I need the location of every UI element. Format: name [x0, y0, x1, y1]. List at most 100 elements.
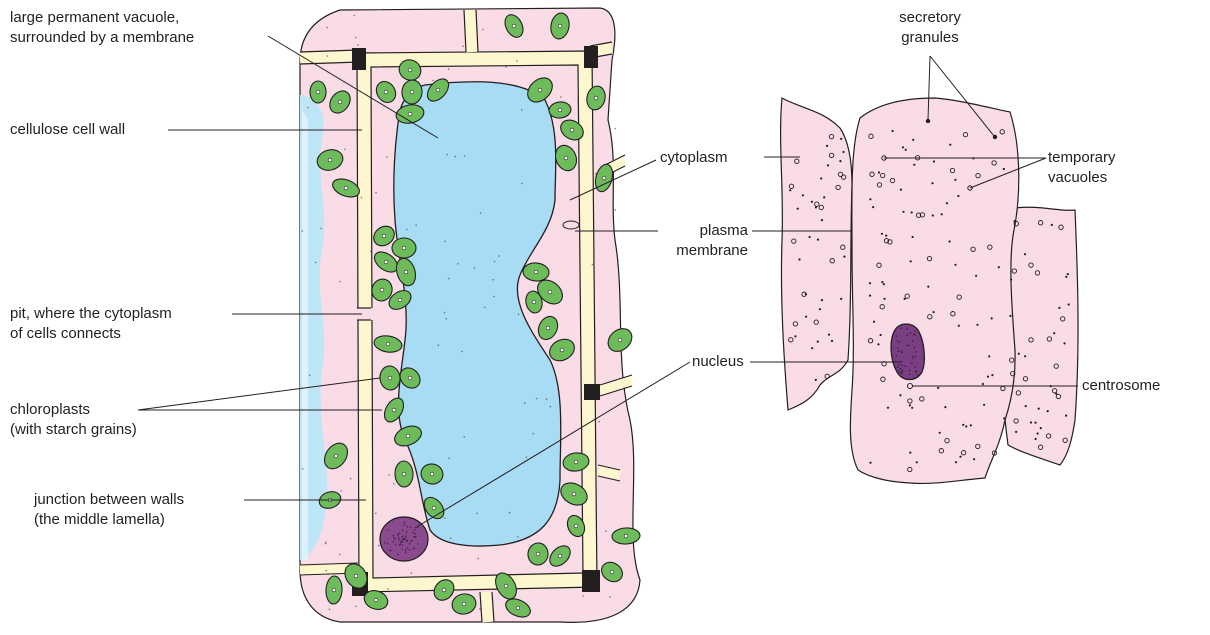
secretory-granule	[946, 202, 948, 204]
junction-right-mid	[584, 384, 600, 400]
nucleus-speck	[912, 358, 913, 359]
secretory-granule	[819, 308, 821, 310]
secretory-granule	[872, 206, 874, 208]
nucleus-speck	[393, 541, 394, 542]
secretory-granule	[937, 387, 939, 389]
cytoplasm-speck	[609, 596, 611, 598]
secretory-granule	[1058, 307, 1060, 309]
secretory-granule	[975, 275, 977, 277]
starch-grain	[618, 338, 622, 342]
nucleus-speck	[395, 544, 396, 545]
cytoplasm-speck	[493, 279, 495, 281]
junction-top-left	[352, 48, 366, 70]
nucleus-speck	[907, 345, 908, 346]
cytoplasm-speck	[605, 530, 607, 532]
cytoplasm-speck	[463, 436, 465, 438]
starch-grain	[560, 348, 564, 352]
nucleus-speck	[405, 550, 406, 551]
nucleus-speck	[909, 374, 910, 375]
label-centrosome: centrosome	[1082, 376, 1160, 396]
label-temporary-vacuoles: temporary vacuoles	[1048, 148, 1116, 188]
secretory-granule	[900, 189, 902, 191]
nucleus-speck	[899, 342, 900, 343]
cytoplasm-speck	[583, 595, 585, 597]
cytoplasm-speck	[375, 513, 377, 515]
secretory-granule	[944, 406, 946, 408]
nucleus-speck	[407, 526, 408, 527]
nucleus-speck	[402, 530, 403, 531]
secretory-granule	[1035, 438, 1037, 440]
cytoplasm-speck	[509, 512, 511, 514]
starch-grain	[548, 290, 552, 294]
cytoplasm-speck	[326, 570, 328, 572]
starch-grain	[410, 90, 414, 94]
nucleus-speck	[915, 356, 916, 357]
animal-cells	[781, 98, 1078, 483]
secretory-granule	[840, 138, 842, 140]
nucleus-speck	[896, 355, 897, 356]
nucleus-speck	[910, 332, 911, 333]
secretory-granule	[1025, 405, 1027, 407]
nucleus-speck	[902, 371, 903, 372]
cytoplasm-speck	[526, 457, 528, 459]
cytoplasm-speck	[329, 609, 331, 611]
nucleus-speck	[405, 552, 406, 553]
cytoplasm-speck	[446, 318, 448, 320]
nucleus-speck	[399, 533, 400, 534]
nucleus-speck	[412, 532, 413, 533]
starch-grain	[512, 24, 516, 28]
starch-grain	[316, 90, 320, 94]
secretory-granule	[973, 458, 975, 460]
secretory-granule	[1051, 224, 1053, 226]
starch-grain	[442, 588, 446, 592]
label-cell-wall: cellulose cell wall	[10, 120, 125, 140]
label-temporary-vacuoles-line1: temporary	[1048, 148, 1116, 168]
starch-grain	[538, 88, 542, 92]
secretory-granule	[955, 461, 957, 463]
starch-grain	[570, 128, 574, 132]
nucleus-speck	[407, 547, 408, 548]
label-plasma-membrane: plasma membrane	[660, 221, 748, 261]
secretory-granule	[1065, 415, 1067, 417]
secretory-granule	[902, 211, 904, 213]
cytoplasm-speck	[444, 517, 446, 519]
nucleus-speck	[414, 533, 415, 534]
starch-grain	[392, 408, 396, 412]
starch-grain	[558, 108, 562, 112]
nucleus-speck	[909, 370, 910, 371]
cytoplasm-speck	[432, 80, 434, 82]
cytoplasm-speck	[393, 483, 395, 485]
cytoplasm-speck	[464, 155, 466, 157]
label-pit-line2: of cells connects	[10, 324, 172, 344]
cytoplasm-speck	[339, 554, 341, 556]
secretory-granule	[912, 139, 914, 141]
nucleus-speck	[915, 366, 916, 367]
starch-grain	[386, 342, 390, 346]
secretory-granule	[959, 456, 961, 458]
secretory-granule	[823, 196, 825, 198]
starch-grain	[564, 156, 568, 160]
nucleus-speck	[899, 370, 900, 371]
nucleus-speck	[409, 549, 410, 550]
nucleus-speck	[393, 537, 394, 538]
cytoplasm-speck	[457, 263, 459, 265]
secretory-granule	[1024, 253, 1026, 255]
secretory-granule	[905, 149, 907, 151]
cytoplasm-speck	[516, 60, 518, 62]
cytoplasm-speck	[302, 230, 304, 232]
nucleus-speck	[900, 368, 901, 369]
cytoplasm-speck	[614, 209, 616, 211]
secretory-granule	[1047, 410, 1049, 412]
secretory-granule	[911, 211, 913, 213]
label-secretory-granules: secretory granules	[890, 8, 970, 48]
secretory-granule	[913, 164, 915, 166]
cytoplasm-speck	[370, 250, 372, 252]
secretory-granule	[827, 164, 829, 166]
label-temporary-vacuoles-line2: vacuoles	[1048, 168, 1116, 188]
cytoplasm-speck	[493, 296, 495, 298]
secretory-granule	[1037, 432, 1039, 434]
nucleus-speck	[404, 538, 405, 539]
secretory-granule	[899, 394, 901, 396]
cytoplasm-speck	[482, 29, 484, 31]
